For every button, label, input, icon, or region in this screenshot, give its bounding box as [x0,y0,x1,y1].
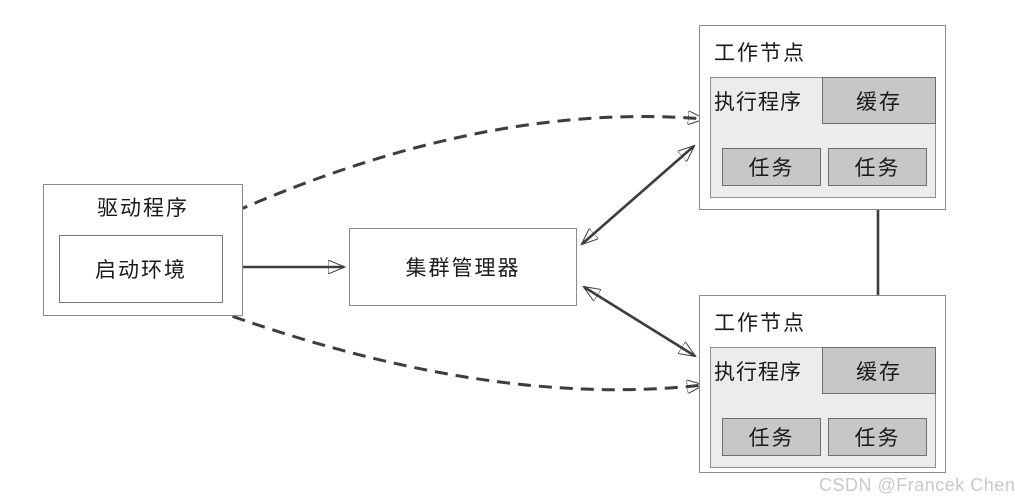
worker-node-2-cache-box: 缓存 [822,347,936,394]
worker-node-2-task-2-label: 任务 [854,426,901,450]
worker-node-2-task-2-box: 任务 [828,418,927,456]
dashed-arrow-driver-to-worker2 [193,302,703,390]
worker-node-1-task-2-box: 任务 [828,148,927,186]
driver-program-title: 驱动程序 [97,196,189,220]
worker-node-1-cache-box: 缓存 [822,77,936,124]
worker-node-1-box: 工作节点 执行程序 缓存 任务 任务 [699,25,946,210]
worker-node-2-task-1-box: 任务 [722,418,821,456]
worker-node-2-executor-box: 执行程序 缓存 任务 任务 [710,347,936,468]
worker-node-1-task-1-box: 任务 [722,148,821,186]
driver-program-box: 驱动程序 启动环境 [43,184,243,316]
dashed-arrow-driver-to-worker1 [197,117,704,231]
launch-context-label: 启动环境 [95,258,187,282]
cluster-manager-box: 集群管理器 [349,228,577,306]
worker-node-1-title: 工作节点 [714,41,806,65]
worker-node-2-title: 工作节点 [714,311,806,335]
worker-node-1-task-1-label: 任务 [748,156,795,180]
arrow-cluster-to-worker2 [584,287,695,356]
worker-node-1-cache-label: 缓存 [856,89,902,114]
launch-context-box: 启动环境 [59,235,223,303]
csdn-watermark: CSDN @Francek Chen [819,475,1015,495]
cluster-manager-label: 集群管理器 [405,256,521,280]
worker-node-1-task-2-label: 任务 [854,156,901,180]
worker-node-2-box: 工作节点 执行程序 缓存 任务 任务 [699,295,946,473]
worker-node-2-executor-label: 执行程序 [714,360,802,384]
arrow-cluster-to-worker1 [582,146,694,244]
worker-node-2-task-1-label: 任务 [748,426,795,450]
worker-node-1-executor-label: 执行程序 [714,90,802,114]
worker-node-2-cache-label: 缓存 [856,359,902,384]
worker-node-1-executor-box: 执行程序 缓存 任务 任务 [710,77,936,198]
